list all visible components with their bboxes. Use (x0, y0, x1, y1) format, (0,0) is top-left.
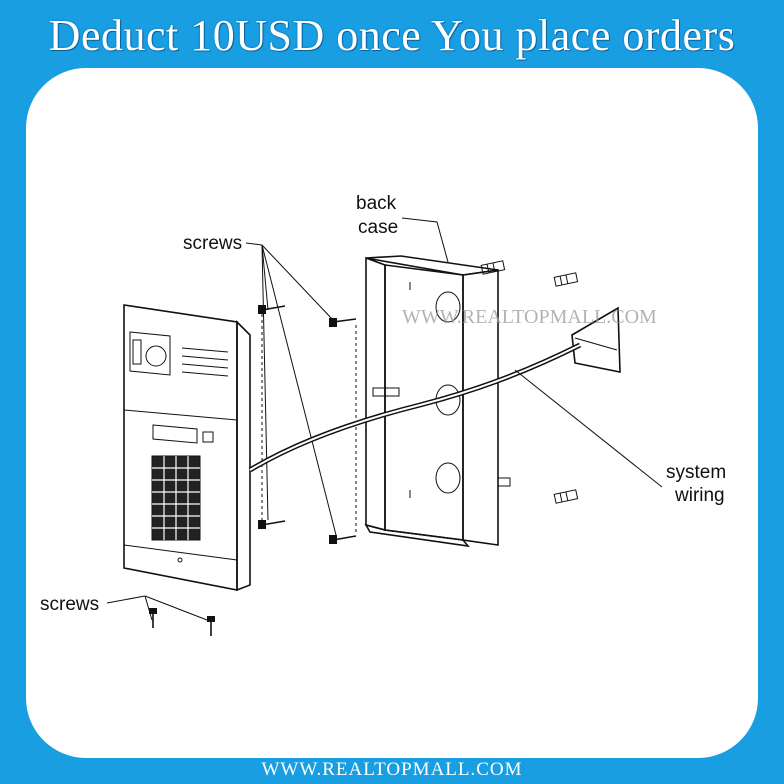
screw-4 (329, 535, 357, 544)
wall-box (571, 306, 621, 373)
screws-top-leader (245, 242, 337, 536)
panel-screws (258, 305, 357, 544)
front-panel (123, 304, 251, 592)
promo-banner: Deduct 10USD once You place orders (48, 10, 736, 60)
screw-1 (258, 305, 286, 314)
wall-anchors (480, 260, 579, 504)
keypad (151, 455, 201, 541)
system-wiring-cable (248, 342, 582, 473)
label-screws-bottom: screws (40, 594, 99, 615)
bottom-screws (106, 595, 215, 636)
speaker-grille (181, 347, 229, 377)
label-system: system (666, 462, 726, 483)
label-back: back (356, 193, 397, 214)
footer-url: WWW.REALTOPMALL.COM (261, 759, 523, 780)
screw-2 (258, 520, 286, 529)
screw-3 (329, 318, 357, 327)
label-case: case (358, 217, 398, 238)
system-wiring-leader (514, 369, 663, 488)
back-case-leader (401, 217, 449, 263)
label-wiring: wiring (674, 485, 725, 506)
label-screws-top: screws (183, 233, 242, 254)
watermark: WWW.REALTOPMALL.COM (402, 306, 657, 328)
